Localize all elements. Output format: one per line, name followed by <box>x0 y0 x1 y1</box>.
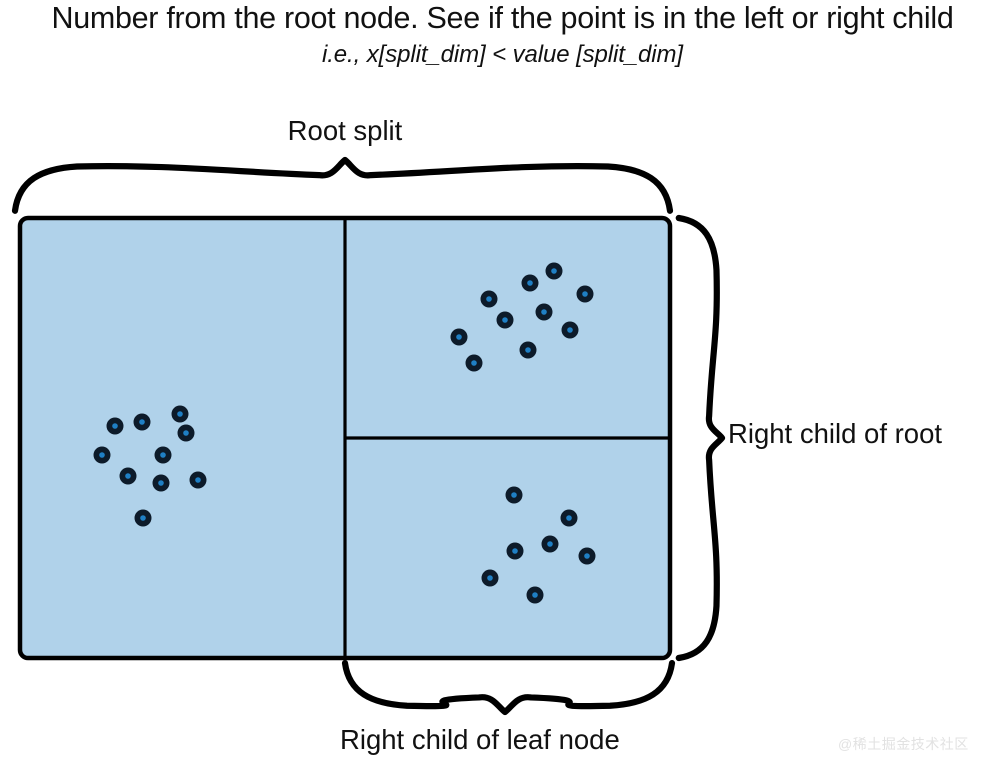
data-point-center <box>160 452 166 458</box>
data-point-center <box>158 480 164 486</box>
data-point-center <box>584 553 590 559</box>
data-point-center <box>195 477 201 483</box>
data-point-center <box>139 419 145 425</box>
label-right-child-of-leaf-node: Right child of leaf node <box>340 724 620 755</box>
data-point-center <box>551 268 557 274</box>
data-point-center <box>140 515 146 521</box>
data-point-center <box>511 492 517 498</box>
split-lines <box>343 218 670 658</box>
data-point-center <box>125 473 131 479</box>
data-point-center <box>512 548 518 554</box>
data-point-center <box>177 411 183 417</box>
data-point-center <box>99 452 105 458</box>
label-root-split: Root split <box>287 115 403 146</box>
right-child-of-leaf-brace <box>341 660 676 716</box>
watermark-text: @稀土掘金技术社区 <box>838 736 969 752</box>
data-point-center <box>566 515 572 521</box>
data-point-center <box>525 347 531 353</box>
root-split-brace <box>11 156 674 214</box>
data-point-center <box>183 430 189 436</box>
left-child-cluster <box>93 405 207 527</box>
brace-annotations <box>11 156 726 716</box>
data-point-center <box>527 280 533 286</box>
data-point-center <box>471 360 477 366</box>
label-right-child-of-root: Right child of root <box>728 418 942 449</box>
data-point-center <box>487 575 493 581</box>
right-child-of-root-brace <box>675 214 726 662</box>
data-point-center <box>567 327 573 333</box>
figure-title-line-1: Number from the root node. See if the po… <box>51 1 954 35</box>
data-point-center <box>456 334 462 340</box>
data-point-center <box>541 309 547 315</box>
data-point-center <box>547 541 553 547</box>
data-point-center <box>532 592 538 598</box>
figure-subtitle-condition: i.e., x[split_dim] < value [split_dim] <box>321 41 684 68</box>
data-point-center <box>582 291 588 297</box>
lower-right-cluster <box>481 486 596 604</box>
data-point-center <box>112 423 118 429</box>
data-point-center <box>502 317 508 323</box>
upper-right-cluster <box>450 262 594 372</box>
data-points <box>93 262 596 604</box>
data-point-center <box>486 296 492 302</box>
